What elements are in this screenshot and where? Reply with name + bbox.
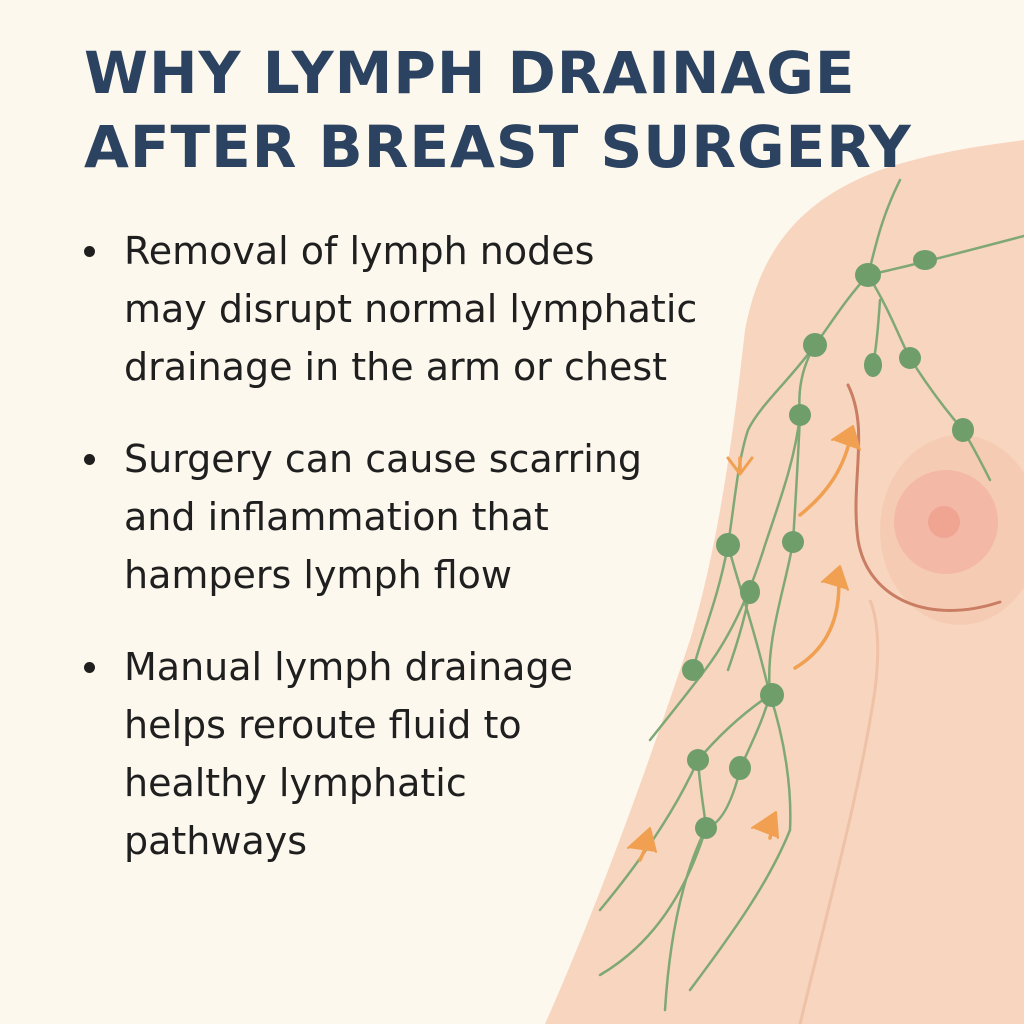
breast xyxy=(846,383,1024,625)
bullet-text: Manual lymph drainage helps reroute flui… xyxy=(124,638,724,870)
lymph-vessel xyxy=(691,343,817,672)
lymph-nodes xyxy=(682,250,974,839)
bullet-line: helps reroute fluid to xyxy=(124,703,522,747)
bullet-line: may disrupt normal lymphatic xyxy=(124,287,698,331)
bullet-line: Removal of lymph nodes xyxy=(124,229,595,273)
bullet-line: hampers lymph flow xyxy=(124,553,512,597)
lymph-node xyxy=(789,404,811,426)
bullet-list: Removal of lymph nodes may disrupt norma… xyxy=(84,222,724,904)
lymph-vessel xyxy=(866,273,992,482)
nipple xyxy=(928,506,960,538)
title-line: AFTER BREAST SURGERY xyxy=(84,113,912,181)
page-title: WHY LYMPH DRAINAGE AFTER BREAST SURGERY xyxy=(84,36,984,184)
bullet-line: drainage in the arm or chest xyxy=(124,345,668,389)
arrow-head xyxy=(627,827,657,853)
lymph-node xyxy=(855,263,881,287)
lymph-node xyxy=(760,683,784,707)
arm-shading xyxy=(798,599,880,1024)
bullet-item: Manual lymph drainage helps reroute flui… xyxy=(84,638,724,870)
title-line: WHY LYMPH DRAINAGE xyxy=(84,39,856,107)
bullet-dot-icon xyxy=(84,662,95,673)
lymph-node xyxy=(729,756,751,780)
arrow-head xyxy=(751,811,779,839)
bullet-line: pathways xyxy=(124,819,308,863)
arrow-head xyxy=(726,456,754,476)
bullet-dot-icon xyxy=(84,454,95,465)
lymph-vessel xyxy=(663,826,708,1012)
lymph-node xyxy=(682,659,704,681)
bullet-text: Removal of lymph nodes may disrupt norma… xyxy=(124,222,724,396)
lymph-node xyxy=(913,250,937,270)
lymph-node xyxy=(803,333,827,357)
arrow-head xyxy=(821,565,849,591)
flow-arrows xyxy=(627,425,861,862)
lymph-node xyxy=(695,817,717,839)
bullet-item: Removal of lymph nodes may disrupt norma… xyxy=(84,222,724,396)
bullet-line: and inflammation that xyxy=(124,495,549,539)
lymph-node xyxy=(716,533,740,557)
lymph-vessel xyxy=(738,413,802,772)
lymph-node xyxy=(740,580,760,604)
bullet-text: Surgery can cause scarring and inflammat… xyxy=(124,430,724,604)
lymph-node xyxy=(952,418,974,442)
arrow-head xyxy=(831,425,861,451)
lymph-vessel xyxy=(688,828,792,992)
bullet-item: Surgery can cause scarring and inflammat… xyxy=(84,430,724,604)
bullet-line: Surgery can cause scarring xyxy=(124,437,643,481)
lymph-node xyxy=(899,347,921,369)
lymph-node xyxy=(782,531,804,553)
bullet-dot-icon xyxy=(84,246,95,257)
lymph-vessel xyxy=(598,758,708,977)
lymph-node xyxy=(687,749,709,771)
bullet-line: Manual lymph drainage xyxy=(124,645,573,689)
lymph-node xyxy=(864,353,882,377)
breast-contour xyxy=(846,383,1002,612)
bullet-line: healthy lymphatic xyxy=(124,761,467,805)
